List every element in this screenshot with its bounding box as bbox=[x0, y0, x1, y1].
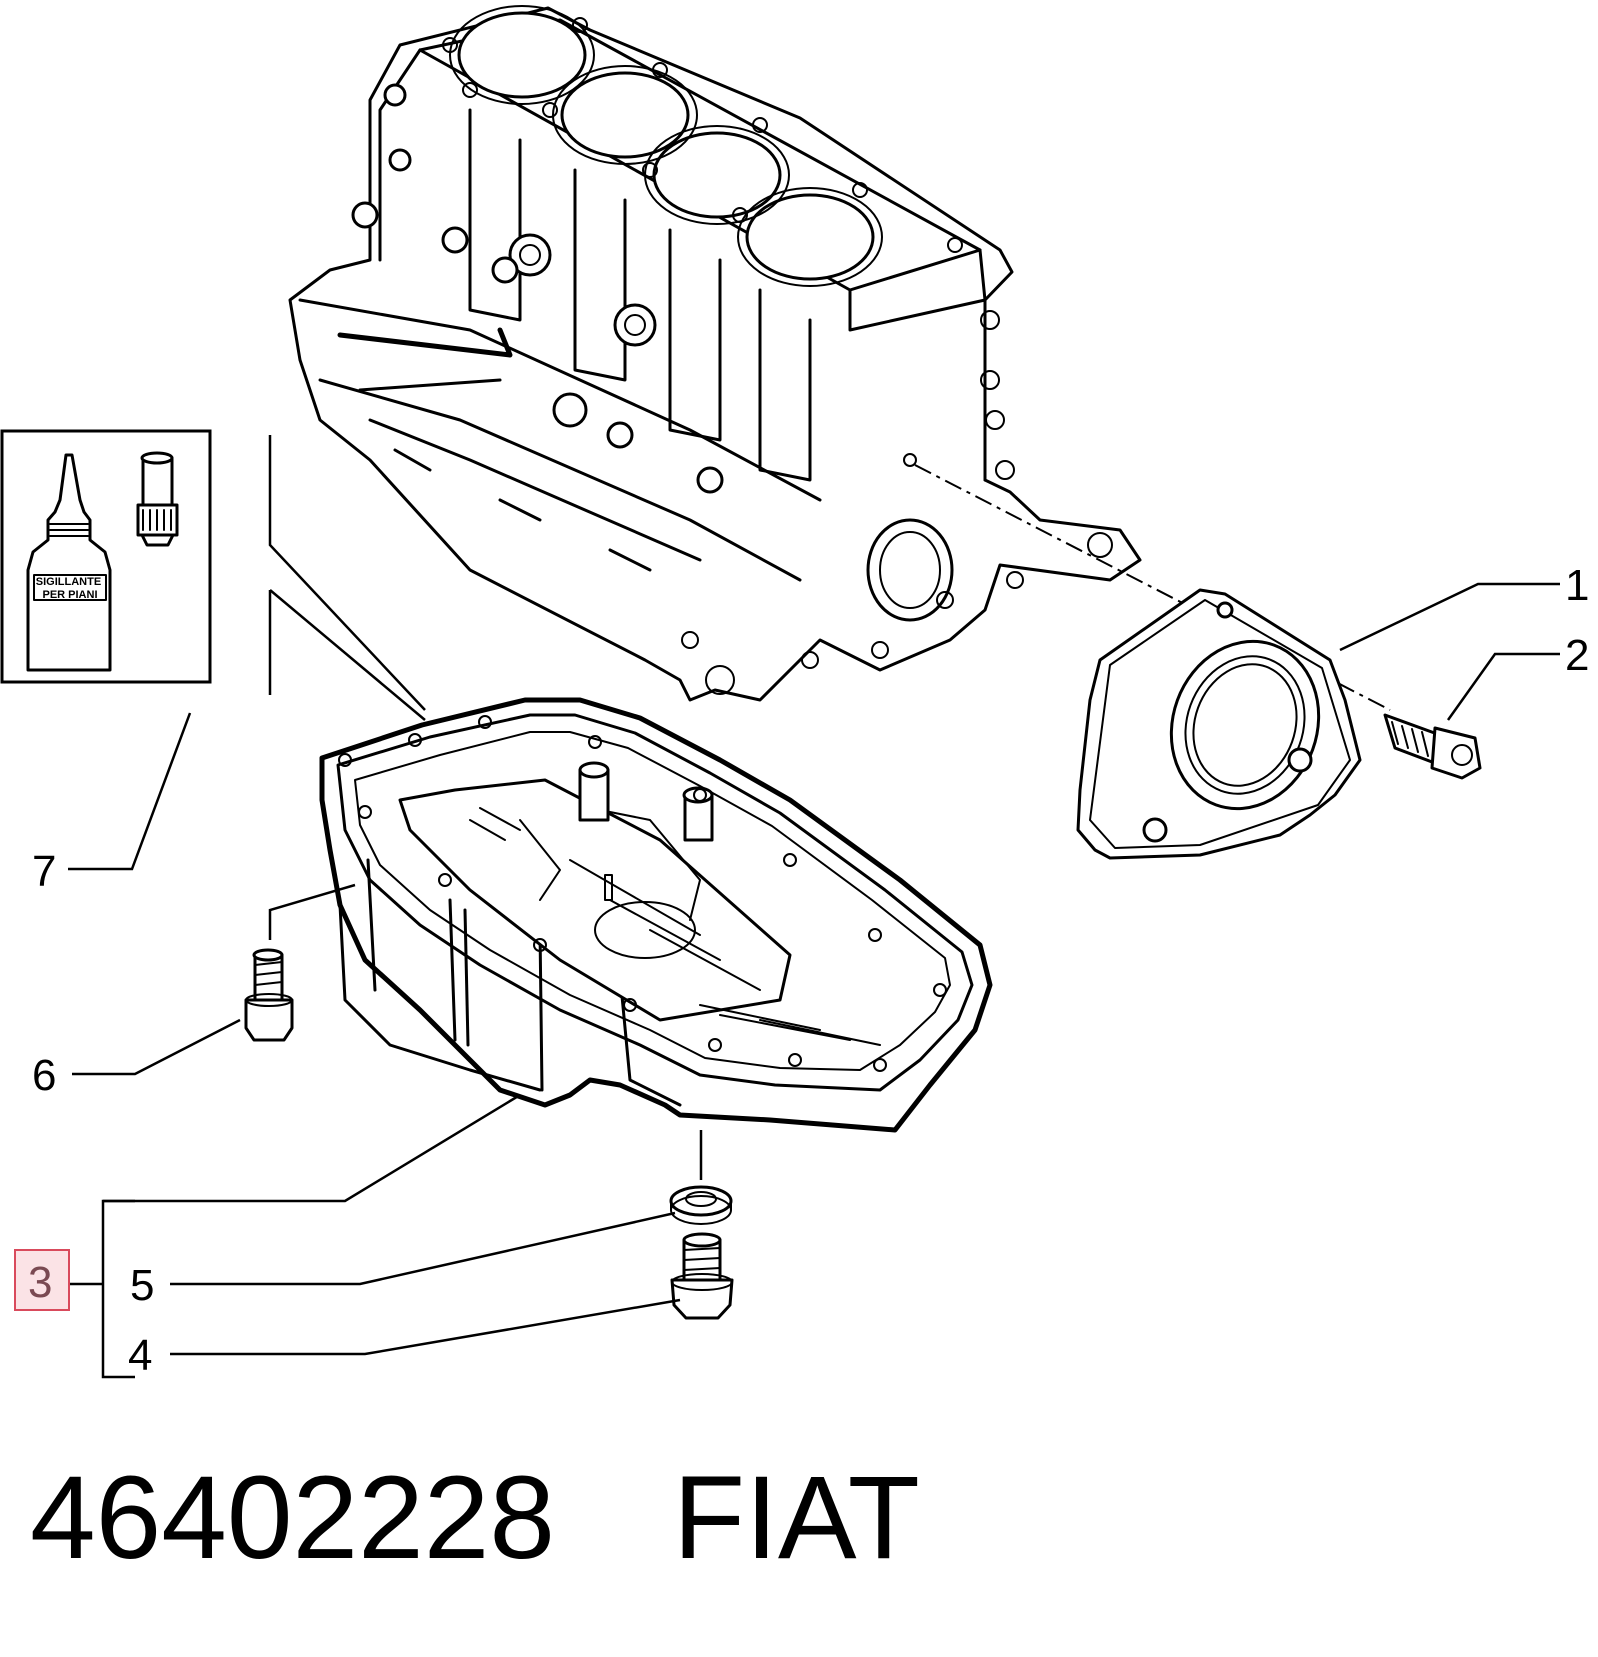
sealant-cap bbox=[141, 456, 174, 507]
callouts: 1 2 3 4 5 6 7 bbox=[14, 561, 1589, 1380]
cylinder-bore-2 bbox=[560, 71, 690, 159]
footer: 46402228 FIAT bbox=[30, 1452, 920, 1584]
callout-1[interactable]: 1 bbox=[1565, 561, 1589, 610]
part-number: 46402228 bbox=[30, 1452, 555, 1584]
sealant-bottle bbox=[26, 453, 112, 672]
callout-7[interactable]: 7 bbox=[32, 847, 56, 896]
cylinder-bore-4 bbox=[745, 193, 875, 281]
callout-3-highlight-box bbox=[14, 1249, 70, 1311]
rear-seal-flange bbox=[1076, 588, 1362, 860]
callout-4[interactable]: 4 bbox=[128, 1331, 152, 1380]
flange-bolt bbox=[1383, 713, 1482, 780]
drain-plug bbox=[670, 1232, 734, 1320]
oil-pan bbox=[319, 697, 993, 1133]
callout-3[interactable]: 3 bbox=[28, 1258, 52, 1307]
cylinder-bore-3 bbox=[652, 131, 782, 219]
sealant-kit-box: SIGILLANTE PER PIANI bbox=[0, 429, 212, 684]
sealant-bottle-label: SIGILLANTE PER PIANI bbox=[36, 576, 104, 601]
callout-2[interactable]: 2 bbox=[1565, 631, 1589, 680]
cylinder-bore-1 bbox=[457, 11, 587, 99]
crankshaft-bore bbox=[866, 518, 954, 622]
callout-5[interactable]: 5 bbox=[130, 1261, 154, 1310]
drain-washer bbox=[669, 1185, 733, 1225]
oil-pan-bolt bbox=[244, 948, 294, 1042]
callout-6[interactable]: 6 bbox=[32, 1051, 56, 1100]
engine-block bbox=[288, 5, 1142, 702]
brand-name: FIAT bbox=[673, 1452, 920, 1584]
leader-lines bbox=[68, 435, 1560, 1379]
seal-ring bbox=[1169, 639, 1321, 811]
